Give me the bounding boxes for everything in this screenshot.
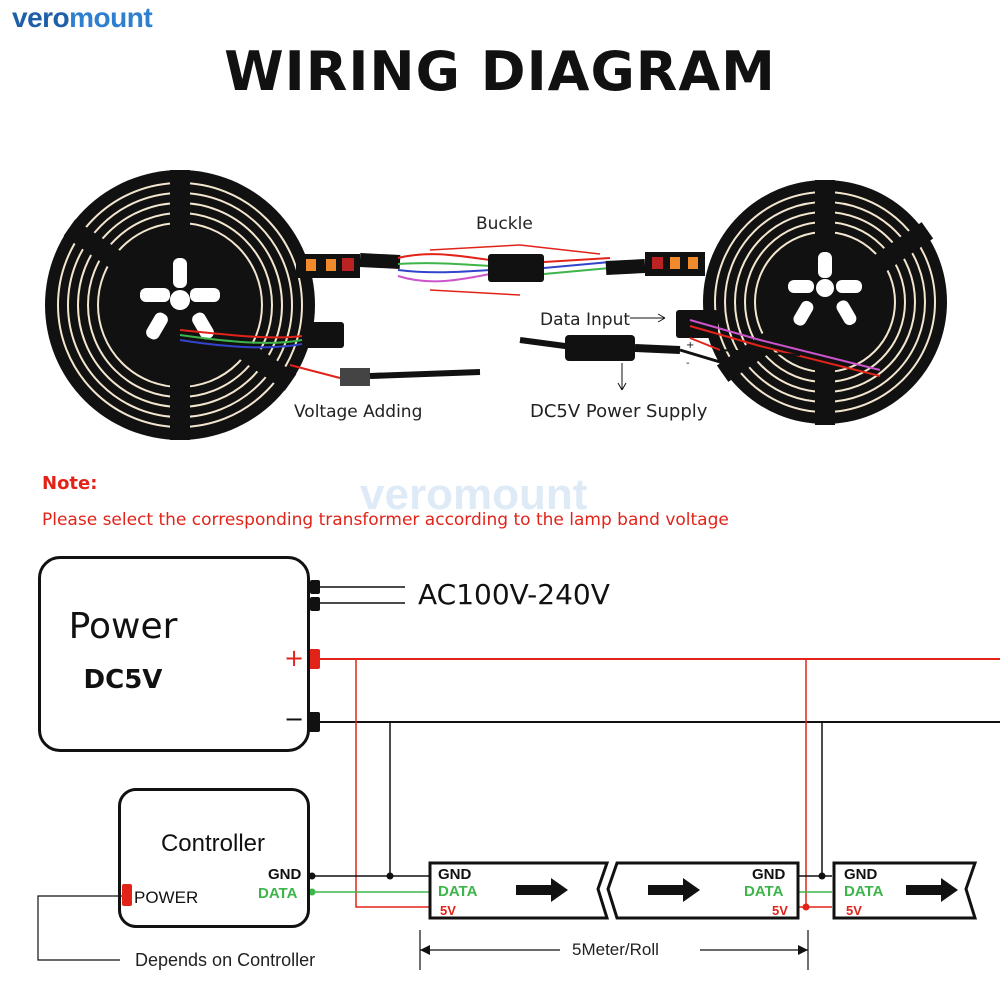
svg-text:+: + [686,340,694,351]
dc5v-power-supply-label: DC5V Power Supply [530,401,708,422]
wiring-schematic [37,580,1000,970]
svg-text:-: - [686,358,690,369]
data-input-label: Data Input [540,310,631,330]
note-text: Please select the corresponding transfor… [42,510,729,530]
controller-box [118,788,310,928]
brand-logo-part1: vero [12,2,70,33]
strip2-data-label: DATA [744,883,784,900]
watermark: veromount [360,470,588,519]
right-led-reel [703,180,947,425]
controller-gnd-label: GND [268,866,302,883]
strip1-data-label: DATA [438,883,478,900]
power-supply-title: Power [68,606,178,647]
brand-logo: veromount [12,2,153,34]
controller-data-label: DATA [258,885,298,902]
page-title: WIRING DIAGRAM [224,40,776,103]
strip1-5v-label: 5V [440,903,456,918]
led-reels-illustration: + - [45,170,947,440]
voltage-adding-label: Voltage Adding [294,402,423,422]
strip3-gnd-label: GND [844,866,878,883]
buckle-connector [488,254,544,282]
power-supply-box [38,556,310,752]
controller-title: Controller [160,830,266,857]
strip3-data-label: DATA [844,883,884,900]
strip2-5v-label: 5V [772,903,788,918]
power-supply-voltage: DC5V [83,665,163,695]
controller-power-label: POWER [134,888,199,907]
note-title: Note: [42,473,98,494]
strip3-5v-label: 5V [846,903,862,918]
strip2-gnd-label: GND [752,866,786,883]
buckle-label: Buckle [476,214,533,234]
strip-length-label: 5Meter/Roll [572,940,659,959]
minus-terminal-label: − [284,705,305,733]
plus-terminal-label: + [284,644,305,672]
strip1-gnd-label: GND [438,866,472,883]
depends-on-controller-label: Depends on Controller [135,950,316,970]
brand-logo-part2: mount [69,2,153,33]
ac-input-label: AC100V-240V [418,578,610,611]
left-led-reel [45,170,315,440]
